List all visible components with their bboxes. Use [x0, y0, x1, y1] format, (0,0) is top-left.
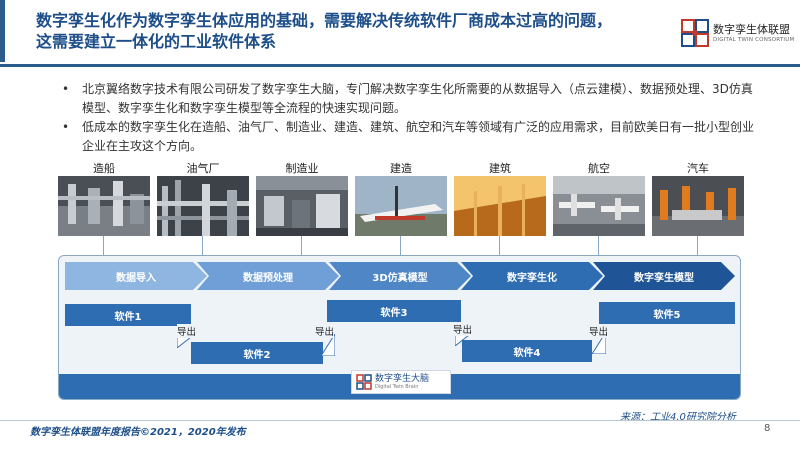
brain-logo-text-cn: 数字孪生大脑 — [375, 374, 430, 384]
manufacturing-photo — [256, 176, 348, 236]
connector-line — [103, 236, 104, 256]
architecture-photo — [454, 176, 546, 236]
stage-label: 数据预处理 — [243, 272, 293, 284]
industry-manufacturing: 制造业 — [256, 160, 348, 256]
stage-digital-twin-model: 数字孪生模型 — [593, 262, 735, 290]
stage-preprocessing: 数据预处理 — [197, 262, 339, 290]
software-5-box: 软件5 — [599, 302, 735, 324]
industry-aviation: 航空 — [553, 160, 645, 256]
stage-arrow-shape — [65, 262, 207, 290]
stage-label: 数字孪生化 — [507, 272, 557, 284]
bullet-list: 北京翼络数字技术有限公司研发了数字孪生大脑，专门解决数字孪生化所需要的从数据导入… — [62, 80, 762, 156]
stage-data-import: 数据导入 — [65, 262, 207, 290]
workflow-panel: 数据导入 数据预处理 3D仿真模型 数字孪生化 数字孪生模型 软件1 软件2 软… — [58, 255, 741, 400]
footer-divider — [0, 420, 800, 421]
connector-line — [202, 236, 203, 256]
export-arrow-icon — [321, 334, 335, 356]
digital-twin-brain-logo: 数字孪生大脑 Digital Twin Brain — [351, 370, 451, 394]
automotive-photo — [652, 176, 744, 236]
stage-digital-twinning: 数字孪生化 — [461, 262, 603, 290]
logo-text-cn: 数字孪生体联盟 — [713, 22, 790, 36]
industry-label: 油气厂 — [186, 162, 220, 175]
brain-logo-icon — [356, 374, 372, 390]
consortium-logo: 数字孪生体联盟 DIGITAL TWIN CONSORTIUM — [680, 16, 795, 50]
industry-label: 建造 — [390, 162, 412, 175]
source-note: 来源：工业4.0研究院分析 — [620, 412, 736, 423]
software-2-box: 软件2 — [191, 342, 323, 364]
aviation-photo — [553, 176, 645, 236]
software-1-box: 软件1 — [65, 304, 191, 326]
industry-label: 制造业 — [285, 162, 319, 175]
consortium-logo-icon — [681, 19, 709, 47]
connector-line — [499, 236, 500, 256]
industry-construction: 建造 — [355, 160, 447, 256]
export-label: 导出 — [177, 324, 197, 338]
industry-label: 汽车 — [687, 162, 709, 175]
stage-arrow-shape — [593, 262, 735, 290]
stage-label: 3D仿真模型 — [372, 272, 428, 284]
footer-text: 数字孪生体联盟年度报告©2021，2020年发布 — [30, 427, 246, 438]
brain-logo-text-en: Digital Twin Brain — [375, 384, 419, 390]
industry-label: 建筑 — [489, 162, 511, 175]
page-title: 数字孪生化作为数字孪生体应用的基础，需要解决传统软件厂商成本过高的问题， 这需要… — [36, 10, 666, 52]
bullet-item: 北京翼络数字技术有限公司研发了数字孪生大脑，专门解决数字孪生化所需要的从数据导入… — [62, 80, 762, 118]
stage-3d-model: 3D仿真模型 — [329, 262, 471, 290]
software-3-box: 软件3 — [327, 300, 461, 322]
export-label: 导出 — [315, 324, 335, 338]
shipbuilding-photo — [58, 176, 150, 236]
software-4-box: 软件4 — [462, 340, 592, 362]
industry-automotive: 汽车 — [652, 160, 744, 256]
stage-label: 数字孪生模型 — [634, 272, 694, 284]
stage-arrow-shape — [329, 262, 471, 290]
connector-line — [598, 236, 599, 256]
industry-label: 造船 — [93, 162, 115, 175]
connector-line — [301, 236, 302, 256]
industry-row: 造船 油气厂 制造业 — [58, 160, 748, 256]
header-divider — [0, 64, 800, 67]
page-number: 8 — [764, 423, 771, 434]
connector-line — [400, 236, 401, 256]
title-line-1: 数字孪生化作为数字孪生体应用的基础，需要解决传统软件厂商成本过高的问题， — [36, 11, 613, 30]
logo-text-en: DIGITAL TWIN CONSORTIUM — [713, 36, 795, 43]
stage-label: 数据导入 — [116, 272, 156, 284]
bullet-item: 低成本的数字孪生化在造船、油气厂、制造业、建造、建筑、航空和汽车等领域有广泛的应… — [62, 118, 762, 156]
stage-arrow-shape — [461, 262, 603, 290]
title-accent-bar — [0, 0, 5, 62]
industry-shipbuilding: 造船 — [58, 160, 150, 256]
oil-gas-plant-photo — [157, 176, 249, 236]
export-label: 导出 — [453, 322, 473, 336]
industry-label: 航空 — [588, 162, 610, 175]
connector-line — [697, 236, 698, 256]
industry-oil-gas: 油气厂 — [157, 160, 249, 256]
export-label: 导出 — [589, 324, 609, 338]
stage-arrow-shape — [197, 262, 339, 290]
title-line-2: 这需要建立一体化的工业软件体系 — [36, 32, 277, 51]
construction-photo — [355, 176, 447, 236]
industry-architecture: 建筑 — [454, 160, 546, 256]
